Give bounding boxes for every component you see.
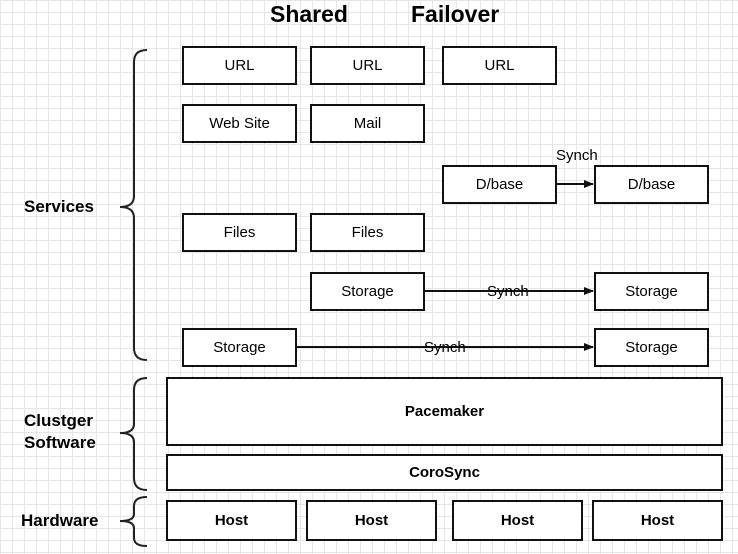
url-box-shared-2: URL bbox=[310, 46, 425, 85]
storage-row2-target-box: Storage bbox=[594, 328, 709, 367]
dbase-synch-label: Synch bbox=[556, 147, 598, 164]
corosync-box: CoroSync bbox=[166, 454, 723, 491]
dbase-source-box: D/base bbox=[442, 165, 557, 204]
files-box-2: Files bbox=[310, 213, 425, 252]
cluster-software-label-line1: Clustger bbox=[24, 411, 93, 430]
hardware-brace bbox=[119, 496, 148, 547]
storage-row1-source-box: Storage bbox=[310, 272, 425, 311]
host-box-2: Host bbox=[306, 500, 437, 541]
cluster-software-label: Clustger Software bbox=[24, 410, 104, 454]
cluster-brace bbox=[119, 377, 148, 491]
dbase-target-box: D/base bbox=[594, 165, 709, 204]
storage-row2-source-box: Storage bbox=[182, 328, 297, 367]
web-site-box: Web Site bbox=[182, 104, 297, 143]
host-box-4: Host bbox=[592, 500, 723, 541]
services-brace bbox=[119, 49, 148, 361]
host-box-1: Host bbox=[166, 500, 297, 541]
storage-row1-target-box: Storage bbox=[594, 272, 709, 311]
shared-title: Shared bbox=[270, 1, 348, 27]
url-box-failover: URL bbox=[442, 46, 557, 85]
mail-box: Mail bbox=[310, 104, 425, 143]
cluster-software-label-line2: Software bbox=[24, 433, 96, 452]
storage-row1-synch-label: Synch bbox=[487, 283, 529, 300]
failover-title: Failover bbox=[411, 1, 500, 27]
host-box-3: Host bbox=[452, 500, 583, 541]
files-box-1: Files bbox=[182, 213, 297, 252]
url-box-shared-1: URL bbox=[182, 46, 297, 85]
pacemaker-box: Pacemaker bbox=[166, 377, 723, 446]
hardware-label: Hardware bbox=[21, 511, 99, 530]
services-label: Services bbox=[24, 197, 94, 216]
storage-row2-synch-label: Synch bbox=[424, 339, 466, 356]
